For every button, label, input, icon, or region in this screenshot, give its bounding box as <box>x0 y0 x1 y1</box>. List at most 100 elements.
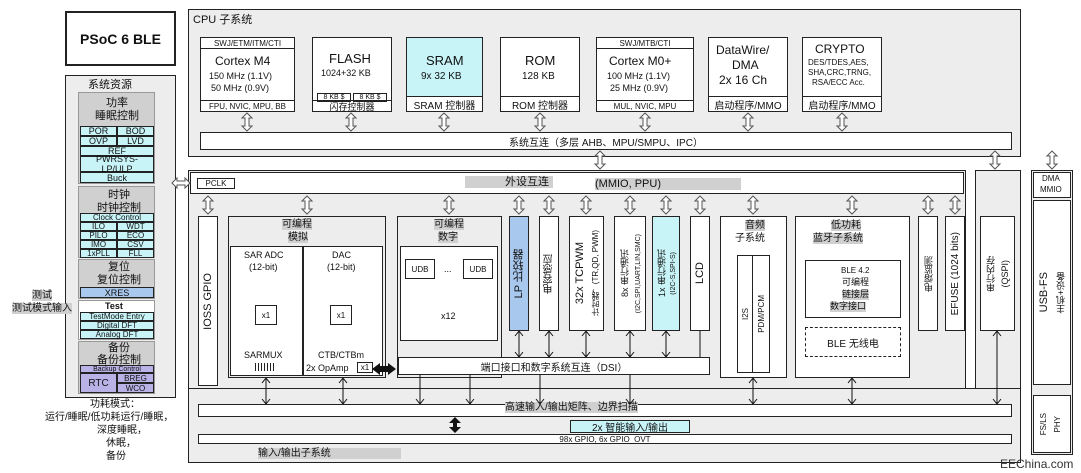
chip-title: PSoC 6 BLE <box>80 30 161 47</box>
fll-cell: FLL <box>117 249 154 258</box>
flash-controller: 闪存控制器 <box>313 100 391 112</box>
arrow-pi-lcd <box>693 195 707 215</box>
dac-bits: (12-bit) <box>327 262 356 272</box>
arrow-m0-bus <box>638 112 652 132</box>
testmode-cell: TestMode Entry <box>80 312 154 321</box>
backup-label: 备份 <box>108 342 130 355</box>
power-modes-line5: 备份 <box>106 451 126 462</box>
arrow-pi-ioss <box>201 195 215 215</box>
sleep-control-label: 睡眠控制 <box>95 110 139 123</box>
datawire-name1: DataWire/ <box>716 43 770 57</box>
m0-debug: SWJ/MTB/CTI <box>597 38 693 49</box>
audio-subsystem: 音频 子系统 I2S PDM/PCM <box>720 216 787 378</box>
sram-controller: SRAM 控制器 <box>407 96 482 112</box>
sar-x1: x1 <box>255 305 277 325</box>
line-dsi-io2 <box>465 375 475 405</box>
wdt-cell: WDT <box>117 222 154 231</box>
ble-subsystem: 低功耗 蓝牙子系统 BLE 4.2 可编程 链接层 数字接口 BLE 无线电 <box>795 216 910 378</box>
line-cap-dsi <box>544 330 554 358</box>
flash-block: FLASH 1024+32 KB 8 KB $ 8 KB $ 闪存控制器 <box>312 37 392 112</box>
ref-cell: REF <box>80 146 154 156</box>
flash-name: FLASH <box>329 51 371 66</box>
m4-freq1: 150 MHz (1.1V) <box>209 71 273 81</box>
opamp-x1: x1 <box>357 362 373 373</box>
arrow-pi-ble <box>845 195 859 215</box>
arrow-pi-audio <box>746 195 760 215</box>
system-resources-title: 系统资源 <box>88 79 132 91</box>
prog-analog-l1: 可编程 <box>282 219 312 230</box>
rtc-cell: RTC <box>80 373 117 393</box>
udb-x12: x12 <box>441 311 456 321</box>
m0-freq2: 25 MHz (0.9V) <box>610 83 669 93</box>
line-ble-io <box>847 377 857 405</box>
arrow-analog-digital <box>372 363 396 375</box>
arrow-rom-bus <box>533 112 547 132</box>
dac: DAC (12-bit) x1 CTB/CTBm 2x OpAmp x1 <box>303 246 383 376</box>
arrow-bus-peri <box>593 150 607 170</box>
dac-x1: x1 <box>330 305 352 325</box>
arrow-hs-gpio <box>449 417 461 433</box>
prog-digital-l1: 可编程 <box>434 219 464 230</box>
line-sar-io <box>261 377 271 405</box>
gpio-row: 98x GPIO, 6x GPIO_OVT <box>198 434 1012 444</box>
arrow-pi-efuse <box>948 195 962 215</box>
arrow-bus-usb <box>1045 150 1059 170</box>
datawire-block: DataWire/ DMA 2x 16 Ch 启动程序/MMO <box>708 37 788 112</box>
chip-title-box: PSoC 6 BLE <box>65 11 176 66</box>
line-dsi-io1 <box>415 375 425 405</box>
arrow-pi-lp <box>512 195 526 215</box>
arrow-pi-analog <box>300 195 314 215</box>
arrow-sram-bus <box>437 112 451 132</box>
rom-size: 128 KB <box>522 71 555 82</box>
dsi-bus: 端口接口和数字系统互连（DSI） <box>398 357 710 375</box>
pll-cell: 1xPLL <box>80 249 117 258</box>
watermark: EEChina.com <box>1000 457 1074 471</box>
arrow-bus-qspi <box>988 150 1002 170</box>
line-serial1-dsi <box>661 330 671 358</box>
sar-adc: SAR ADC (12-bit) x1 SARMUX <box>230 246 303 376</box>
cortex-m4-block: SWJ/ETM/ITM/CTI Cortex M4 150 MHz (1.1V)… <box>200 37 295 112</box>
datawire-initiator: 启动程序/MMO <box>709 96 787 112</box>
qspi: 串行内存 (QSPI) <box>980 216 1015 331</box>
ilo-cell: ILO <box>80 222 117 231</box>
prog-analog-l2: 模拟 <box>288 232 308 243</box>
reset-control-label: 复位控制 <box>97 274 141 287</box>
usb-fs: USB-FS 主机+设备 <box>1033 200 1071 385</box>
ctb-label: CTB/CTBm <box>318 350 364 360</box>
digital-dft-cell: Digital DFT <box>80 321 154 330</box>
m4-features: FPU, NVIC, MPU, BB <box>201 100 294 111</box>
breg-cell: BREG <box>117 373 154 383</box>
power-modes-line3: 深度睡眠， <box>97 425 147 436</box>
ble-prog: 可编程 <box>842 277 870 287</box>
dac-name: DAC <box>332 250 352 260</box>
sram-name: SRAM <box>426 53 464 68</box>
tcpwm: 32x TCPWM 计时器，(TR,QD, PWM) <box>569 216 604 331</box>
sram-block: SRAM 9x 32 KB SRAM 控制器 <box>406 37 483 112</box>
reset-label: 复位 <box>108 261 130 274</box>
eco-cell: ECO <box>117 231 154 240</box>
wco-cell: WCO <box>117 383 154 393</box>
solid-arrows <box>372 363 461 433</box>
line-dsi-io3 <box>535 375 545 405</box>
crypto-name: CRYPTO <box>815 42 865 56</box>
arrow-flash-bus <box>344 112 358 132</box>
line-serial8-dsi <box>625 330 635 358</box>
crypto-initiator: 启动程序/MMO <box>803 96 881 112</box>
buck-cell: Buck <box>80 172 154 183</box>
ble-digital-if: 数字接口 <box>830 301 867 312</box>
audio-l1: 音频 <box>745 220 765 231</box>
line-audio-io <box>748 377 758 405</box>
serial-comm-1x: 1x 串行通讯 (I2C-S,SPI-S) <box>652 216 680 331</box>
system-interconnect: 系统互连（多层 AHB、MPU/SMPU、IPC） <box>200 132 1012 150</box>
m0-name: Cortex M0+ <box>609 54 672 68</box>
line-tcpwm-dsi <box>581 330 591 358</box>
crypto-l3: RSA/ECC Acc. <box>812 78 865 87</box>
peripheral-interconnect-label-en: (MMIO, PPU) <box>595 178 741 191</box>
arrow-pi-digital <box>442 195 456 215</box>
audio-l2: 子系统 <box>735 233 765 244</box>
udb-cell-2: UDB <box>463 259 493 279</box>
backup-control-cell: Backup Control <box>80 365 154 373</box>
io-subsystem-label: 输入/输出子系统 <box>258 448 401 459</box>
lvd-cell: LVD <box>117 136 154 146</box>
